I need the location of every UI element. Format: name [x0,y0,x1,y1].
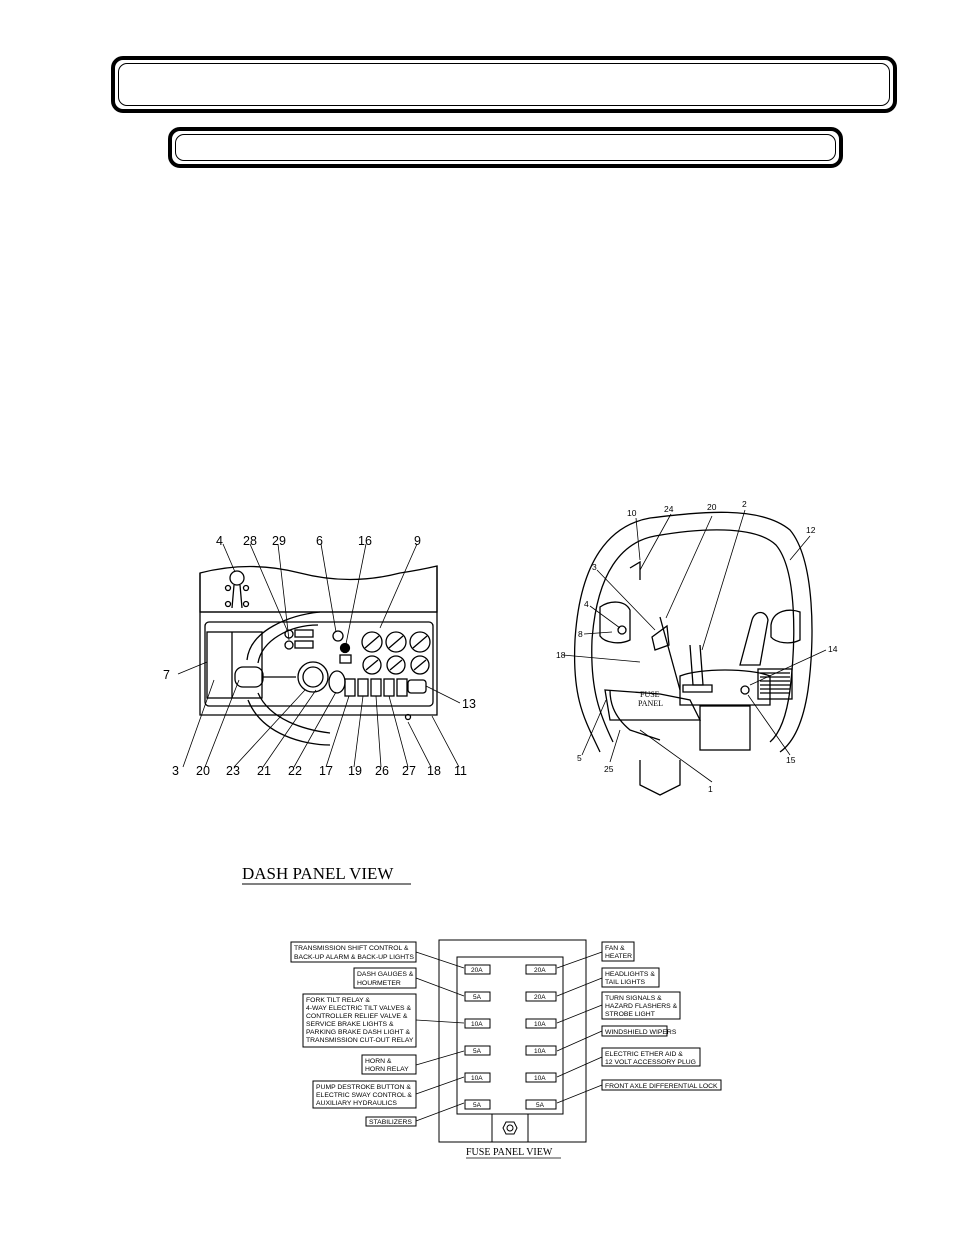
header-banner [111,56,897,113]
callout-18: 18 [427,764,441,778]
fuse-label-l3b: 4-WAY ELECTRIC TILT VALVES & [306,1005,411,1012]
cab-callout-20: 20 [707,502,717,512]
fuse-label-r3c: STROBE LIGHT [605,1011,655,1018]
fuse-label-r1b: HEATER [605,953,632,960]
fuse-rating-right-4: 10A [534,1048,546,1055]
fuse-label-l3e: PARKING BRAKE DASH LIGHT & [306,1029,410,1036]
cab-callout-1: 1 [708,784,713,794]
cab-callout-24: 24 [664,504,674,514]
cab-view-callouts: 10 24 20 2 12 3 4 8 18 14 5 25 1 15 FUSE… [556,499,838,794]
fuse-label-l1b: BACK-UP ALARM & BACK-UP LIGHTS [294,954,414,961]
fuse-label-r3a: TURN SIGNALS & [605,995,662,1002]
fuse-label-l2b: HOURMETER [357,980,401,987]
callout-3: 3 [172,764,179,778]
callout-21: 21 [257,764,271,778]
callout-27: 27 [402,764,416,778]
callout-26: 26 [375,764,389,778]
cab-callout-18: 18 [556,650,566,660]
fuse-panel-drawing [290,939,722,1143]
fuse-label-l3f: TRANSMISSION CUT-OUT RELAY [306,1037,414,1044]
cab-callout-14: 14 [828,644,838,654]
cab-callout-8: 8 [578,629,583,639]
fuse-label-r1a: FAN & [605,945,625,952]
fuse-rating-right-2: 20A [534,994,546,1001]
fuse-rating-left-3: 10A [471,1021,483,1028]
fuse-label-l2a: DASH GAUGES & [357,971,414,978]
callout-11: 11 [454,764,467,778]
dash-panel-callouts: 4 28 29 6 16 9 7 13 3 20 23 21 22 17 19 … [163,534,476,778]
callout-20: 20 [196,764,210,778]
fuse-label-l5c: AUXILIARY HYDRAULICS [316,1100,397,1107]
callout-23: 23 [226,764,240,778]
callout-7: 7 [163,668,170,682]
fuse-left-labels: TRANSMISSION SHIFT CONTROL & BACK-UP ALA… [294,945,414,1126]
fuse-rating-right-5: 10A [534,1075,546,1082]
subheader-banner [168,127,843,168]
callout-28: 28 [243,534,257,548]
callout-13: 13 [462,697,476,711]
cab-callout-5: 5 [577,753,582,763]
fuse-rating-left-4: 5A [473,1048,482,1055]
callout-16: 16 [358,534,372,548]
fuse-label-r2a: HEADLIGHTS & [605,971,655,978]
fuse-rating-left-6: 5A [473,1102,482,1109]
cab-callout-3: 3 [592,562,597,572]
cab-callout-10: 10 [627,508,637,518]
fuse-panel-caption: FUSE PANEL VIEW [466,1147,553,1158]
fuse-rating-right-6: 5A [536,1102,545,1109]
dash-panel-drawing [177,543,461,768]
cab-callout-12: 12 [806,525,816,535]
callout-22: 22 [288,764,302,778]
cab-callout-2: 2 [742,499,747,509]
fuse-label-l1a: TRANSMISSION SHIFT CONTROL & [294,945,409,952]
fuse-label-r6a: FRONT AXLE DIFFERENTIAL LOCK [605,1083,718,1090]
fuse-right-labels: FAN & HEATER HEADLIGHTS & TAIL LIGHTS TU… [605,945,718,1090]
fuse-label-r5b: 12 VOLT ACCESSORY PLUG [605,1059,696,1066]
callout-9: 9 [414,534,421,548]
fuse-label-r3b: HAZARD FLASHERS & [605,1003,678,1010]
fuse-rating-right-3: 10A [534,1021,546,1028]
dash-panel-caption: DASH PANEL VIEW [242,864,394,883]
fuse-label-l4a: HORN & [365,1058,392,1065]
callout-6: 6 [316,534,323,548]
fuse-label-r5a: ELECTRIC ETHER AID & [605,1051,683,1058]
cab-callout-4: 4 [584,599,589,609]
fuse-label-l6a: STABILIZERS [369,1119,412,1126]
fuse-label-l5a: PUMP DESTROKE BUTTON & [316,1084,411,1091]
fuse-ratings: 20A 5A 10A 5A 10A 5A 20A 20A 10A 10A 10A… [471,967,546,1109]
fuse-label-l5b: ELECTRIC SWAY CONTROL & [316,1092,412,1099]
fuse-label-l3d: SERVICE BRAKE LIGHTS & [306,1021,394,1028]
fuse-label-r2b: TAIL LIGHTS [605,979,646,986]
fuse-label-l4b: HORN RELAY [365,1066,409,1073]
fuse-rating-left-1: 20A [471,967,483,974]
callout-4: 4 [216,534,223,548]
callout-29: 29 [272,534,286,548]
cab-fuse-label-1: FUSE [640,690,660,699]
cab-view-drawing [562,509,827,796]
fuse-rating-left-2: 5A [473,994,482,1001]
fuse-label-l3a: FORK TILT RELAY & [306,997,370,1004]
cab-callout-25: 25 [604,764,614,774]
fuse-label-r4a: WINDSHIELD WIPERS [605,1029,677,1036]
cab-callout-15: 15 [786,755,796,765]
cab-fuse-label-2: PANEL [638,699,663,708]
fuse-rating-left-5: 10A [471,1075,483,1082]
callout-19: 19 [348,764,362,778]
fuse-label-l3c: CONTROLLER RELIEF VALVE & [306,1013,408,1020]
callout-17: 17 [319,764,333,778]
fuse-rating-right-1: 20A [534,967,546,974]
